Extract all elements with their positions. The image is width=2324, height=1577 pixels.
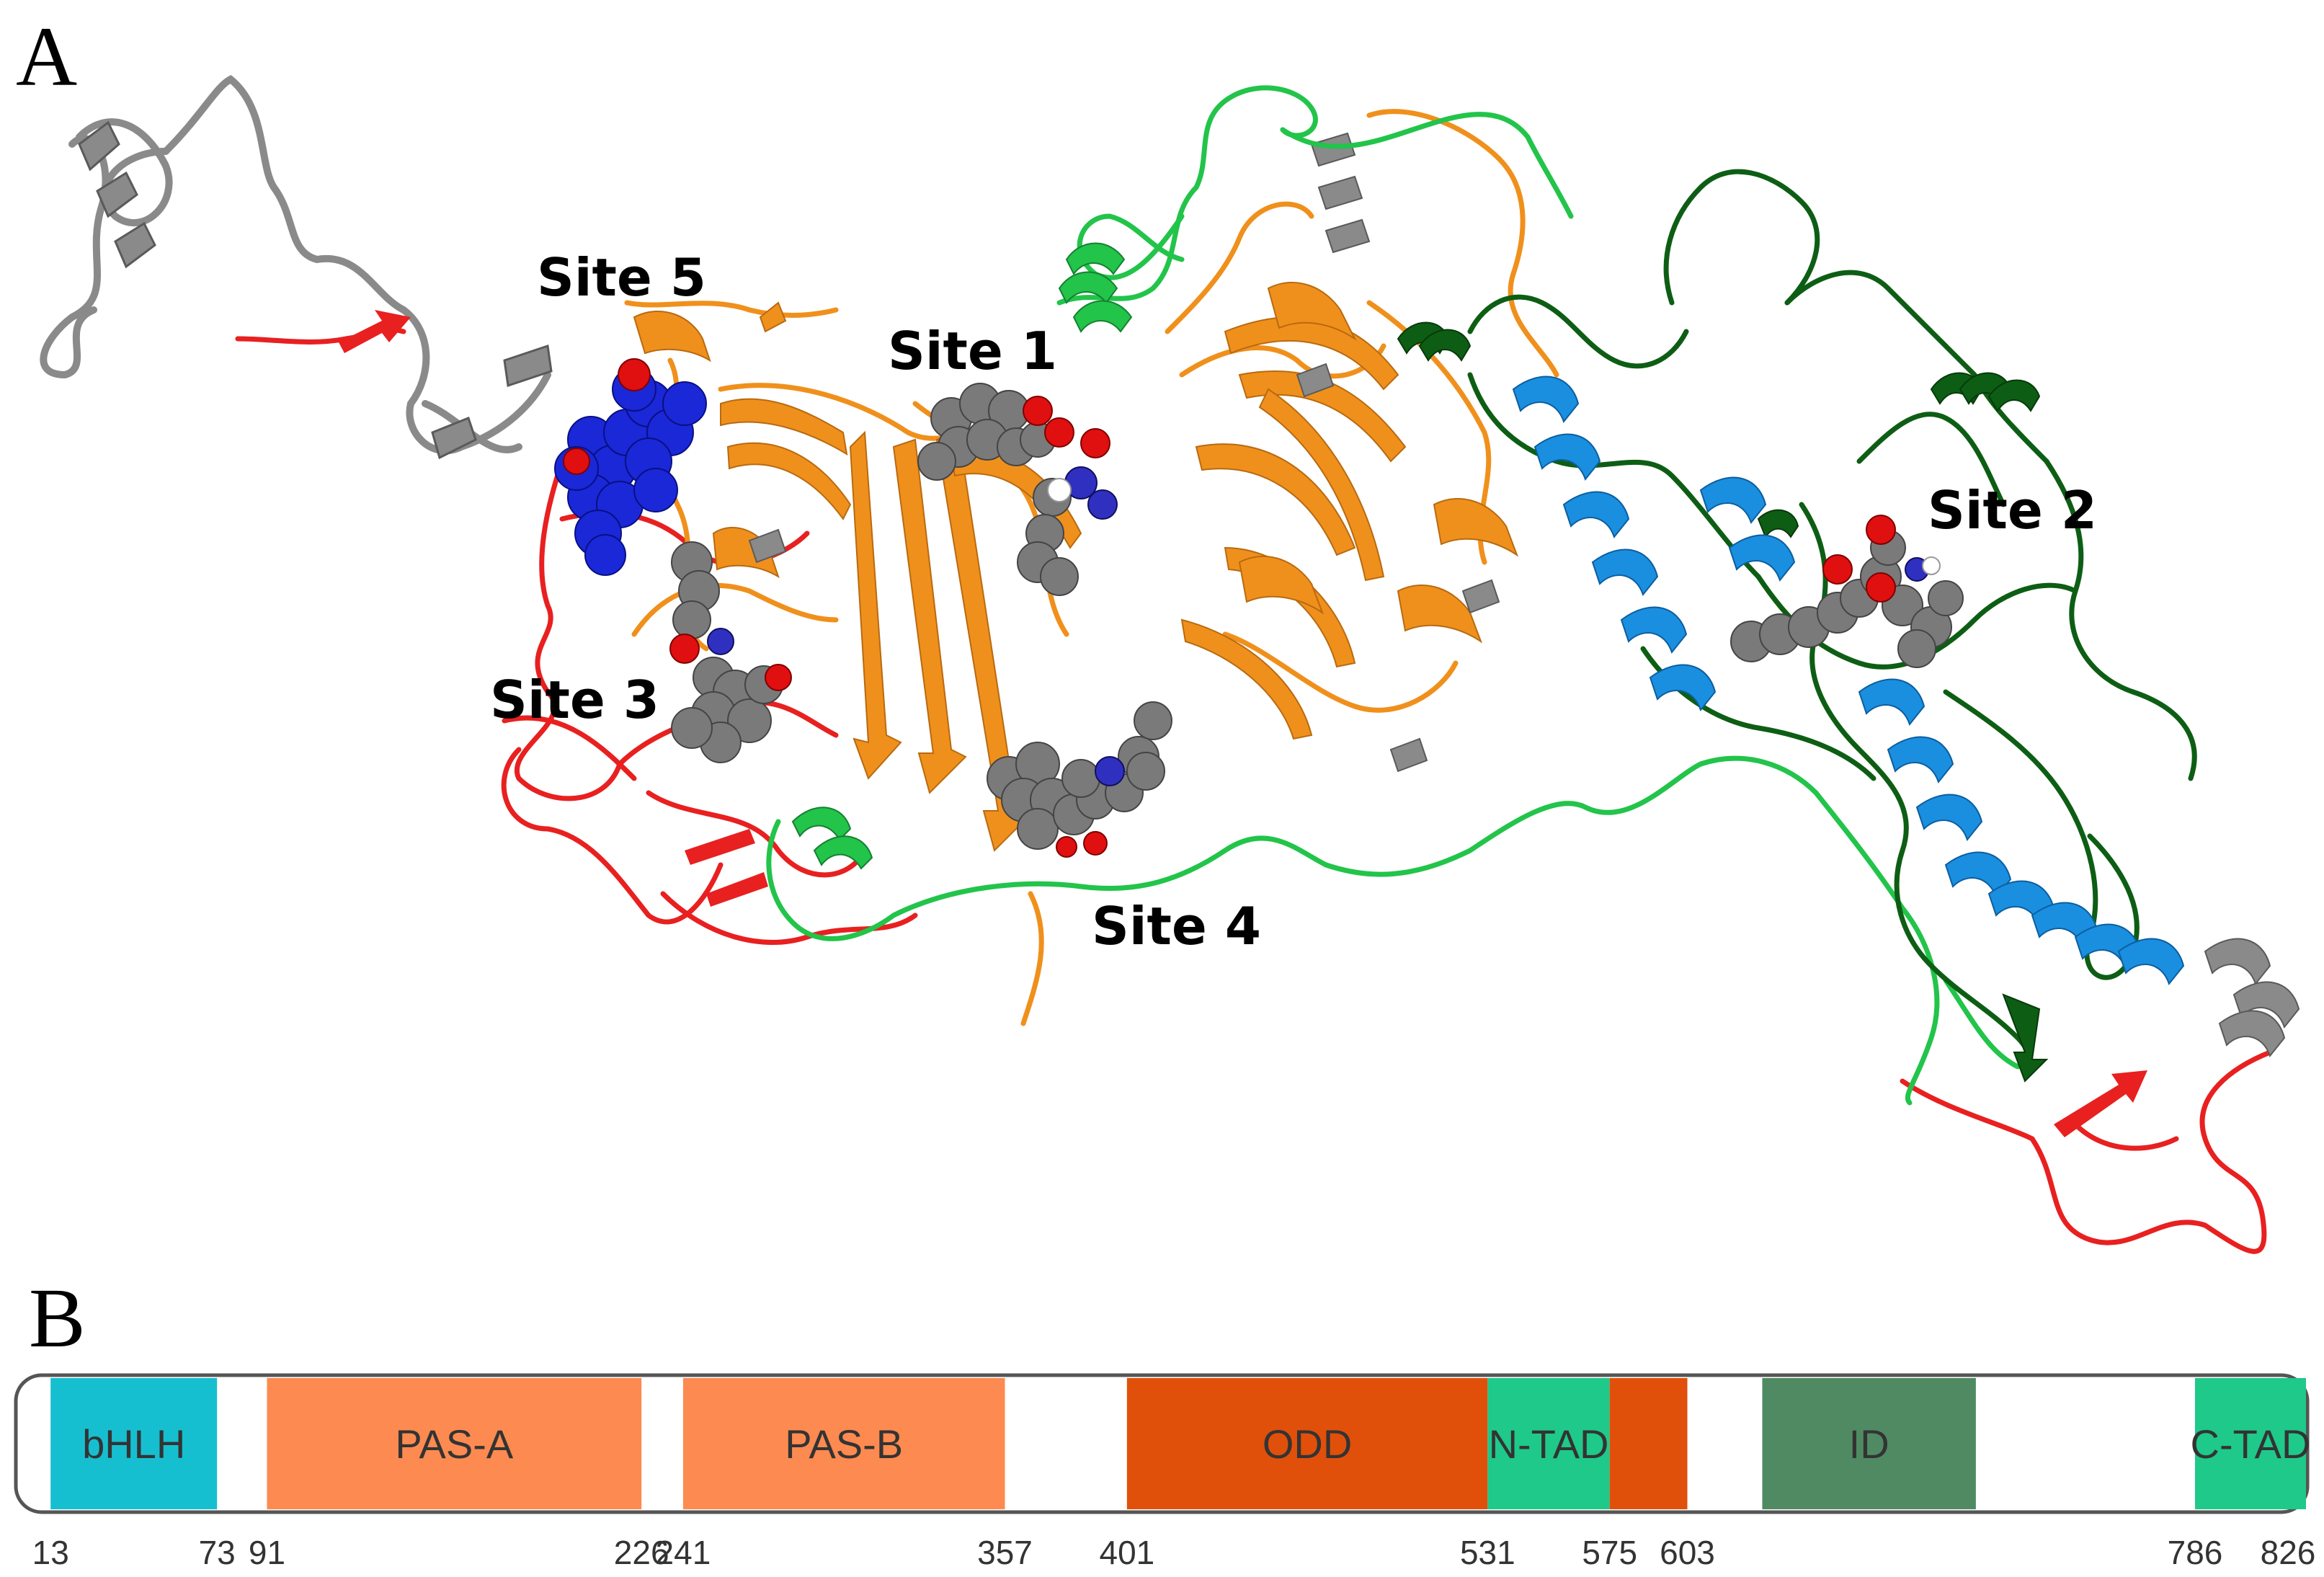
- domain-block-odd-extension: [1609, 1378, 1688, 1509]
- panel-b-letter: B: [29, 1271, 86, 1365]
- domain-label-bhlh: bHLH: [82, 1421, 185, 1467]
- blue-helix: [1512, 376, 2185, 986]
- domain-block-c-tad: [2195, 1378, 2306, 1509]
- site-2-label: Site 2: [1928, 480, 2097, 541]
- site-1-ligand: [917, 383, 1118, 596]
- domain-labels: bHLH PAS-A PAS-B ODD N-TAD ID C-TAD: [82, 1421, 2310, 1467]
- position-label-531: 531: [1460, 1534, 1515, 1571]
- pas-beta-strands: [720, 301, 1407, 852]
- site-5-ligand: [554, 358, 707, 576]
- position-label-575: 575: [1582, 1534, 1637, 1571]
- domain-label-pas-b: PAS-B: [785, 1421, 903, 1467]
- domain-block-id: [1762, 1378, 1976, 1509]
- site-5-label: Site 5: [537, 247, 706, 308]
- domain-block-bhlh: [50, 1378, 218, 1509]
- position-label-91: 91: [249, 1534, 285, 1571]
- protein-3d-structure: [40, 75, 2300, 1254]
- domain-label-pas-a: PAS-A: [395, 1421, 514, 1467]
- domain-label-n-tad: N-TAD: [1489, 1421, 1609, 1467]
- position-label-401: 401: [1100, 1534, 1155, 1571]
- position-label-786: 786: [2168, 1534, 2223, 1571]
- position-label-826: 826: [2261, 1534, 2316, 1571]
- position-label-73: 73: [199, 1534, 236, 1571]
- position-label-13: 13: [32, 1534, 69, 1571]
- site-4-label: Site 4: [1092, 896, 1261, 956]
- domain-label-c-tad: C-TAD: [2191, 1421, 2311, 1467]
- site-3-ligand: [669, 541, 792, 763]
- site-3-label: Site 3: [490, 670, 659, 730]
- domain-block-pas-a: [267, 1378, 642, 1509]
- position-label-357: 357: [977, 1534, 1033, 1571]
- domain-label-id: ID: [1849, 1421, 1889, 1467]
- site-2-ligand: [1730, 515, 1964, 668]
- grey-helix-segments-right: [2204, 938, 2300, 1058]
- pas-grey-helices: [748, 132, 1500, 773]
- domain-block-pas-b: [682, 1378, 1005, 1509]
- domain-block-n-tad: [1487, 1378, 1610, 1509]
- odd-strands: [339, 310, 2147, 1137]
- ctad-helices: [1397, 321, 2049, 1083]
- site-1-label: Site 1: [888, 321, 1057, 381]
- n-terminal-coil: [40, 75, 551, 455]
- position-label-241: 241: [656, 1534, 711, 1571]
- domain-block-odd: [1126, 1378, 1488, 1509]
- pas-helices: [633, 282, 1519, 644]
- panel-a-letter: A: [16, 9, 77, 104]
- position-label-603: 603: [1660, 1534, 1715, 1571]
- ntad-ribbon: [766, 85, 2021, 1106]
- domain-label-odd: ODD: [1263, 1421, 1352, 1467]
- position-label-226: 226: [614, 1534, 669, 1571]
- n-terminal-helix: [78, 120, 553, 460]
- domain-blocks: [50, 1378, 2306, 1509]
- ntad-helices: [791, 242, 1133, 870]
- site-4-ligand: [987, 701, 1172, 858]
- domain-map: bHLH PAS-A PAS-B ODD N-TAD ID C-TAD 13 73 91 2262…: [14, 1373, 2316, 1571]
